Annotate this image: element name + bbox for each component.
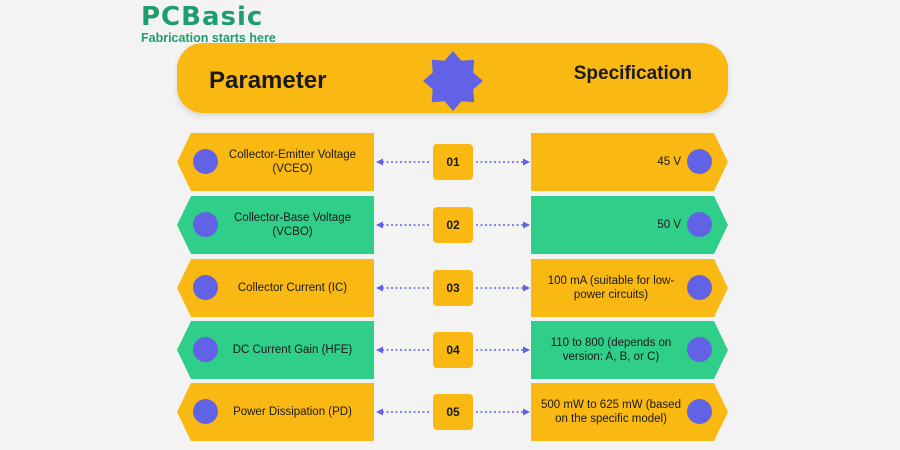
row-number-badge: 01 <box>433 144 473 180</box>
specification-label: 100 mA (suitable for low-power circuits) <box>547 275 675 301</box>
connector-left-arrow-icon <box>376 408 430 416</box>
connector-left-arrow-icon <box>376 158 430 166</box>
parameter-label: Collector-Base Voltage (VCBO) <box>234 212 351 238</box>
connector-left-arrow-icon <box>376 284 430 292</box>
table-row: Collector Current (IC) 03 100 mA (suitable… <box>0 259 900 317</box>
specification-label: 110 to 800 (depends on version: A, B, or… <box>550 337 672 363</box>
star-shape <box>423 51 483 111</box>
specification-box-shape <box>531 196 728 254</box>
table-row: Collector-Base Voltage (VCBO) 02 50 V <box>0 196 900 254</box>
brand-logo: PCBasic Fabrication starts here <box>141 4 276 45</box>
header-parameter-label: Parameter <box>209 67 327 94</box>
parameter-label: DC Current Gain (HFE) <box>232 344 353 356</box>
parameter-box-shape <box>177 196 374 254</box>
table-row: Power Dissipation (PD) 05 500 mW to 625 mW… <box>0 383 900 441</box>
specification-box-shape <box>531 133 728 191</box>
row-number-badge: 03 <box>433 270 473 306</box>
row-number-badge: 02 <box>433 207 473 243</box>
parameter-box-shape <box>177 321 374 379</box>
row-number-badge: 05 <box>433 394 473 430</box>
bullet-dot-icon <box>687 149 712 174</box>
bullet-dot-icon <box>687 275 712 300</box>
parameter-box: Collector Current (IC) <box>177 259 374 317</box>
bullet-dot-icon <box>193 212 218 237</box>
connector-right-arrow-icon <box>476 284 530 292</box>
specification-box: 100 mA (suitable for low-power circuits) <box>531 259 728 317</box>
row-number-badge: 04 <box>433 332 473 368</box>
star-badge-icon <box>423 51 483 111</box>
parameter-label: Collector-Emitter Voltage (VCEO) <box>228 149 357 175</box>
parameter-label: Collector Current (IC) <box>237 282 348 294</box>
specification-label: 45 V <box>657 156 681 168</box>
specification-box: 50 V <box>531 196 728 254</box>
parameter-box: Power Dissipation (PD) <box>177 383 374 441</box>
specification-box: 45 V <box>531 133 728 191</box>
connector-right-arrow-icon <box>476 158 530 166</box>
connector-left-arrow-icon <box>376 221 430 229</box>
table-row: DC Current Gain (HFE) 04 110 to 800 (depen… <box>0 321 900 379</box>
bullet-dot-icon <box>687 337 712 362</box>
parameter-label: Power Dissipation (PD) <box>233 406 352 418</box>
specification-box: 500 mW to 625 mW (based on the specific … <box>531 383 728 441</box>
parameter-box: Collector-Base Voltage (VCBO) <box>177 196 374 254</box>
connector-left-arrow-icon <box>376 346 430 354</box>
bullet-dot-icon <box>687 212 712 237</box>
table-row: Collector-Emitter Voltage (VCEO) 01 45 V <box>0 133 900 191</box>
specification-box-shape <box>531 259 728 317</box>
brand-tagline: Fabrication starts here <box>141 31 276 45</box>
header-specification-label: Specification <box>573 63 692 84</box>
bullet-dot-icon <box>193 275 218 300</box>
bullet-dot-icon <box>193 149 218 174</box>
parameter-box: Collector-Emitter Voltage (VCEO) <box>177 133 374 191</box>
connector-right-arrow-icon <box>476 221 530 229</box>
parameter-box-shape <box>177 383 374 441</box>
parameter-box-shape <box>177 259 374 317</box>
parameter-box: DC Current Gain (HFE) <box>177 321 374 379</box>
connector-right-arrow-icon <box>476 346 530 354</box>
specification-box-shape <box>531 383 728 441</box>
specification-box-shape <box>531 321 728 379</box>
bullet-dot-icon <box>687 399 712 424</box>
bullet-dot-icon <box>193 399 218 424</box>
specification-label: 500 mW to 625 mW (based on the specific … <box>541 399 681 425</box>
specification-box: 110 to 800 (depends on version: A, B, or… <box>531 321 728 379</box>
specification-label: 50 V <box>657 219 681 231</box>
connector-right-arrow-icon <box>476 408 530 416</box>
brand-name: PCBasic <box>141 2 264 32</box>
bullet-dot-icon <box>193 337 218 362</box>
parameter-box-shape <box>177 133 374 191</box>
